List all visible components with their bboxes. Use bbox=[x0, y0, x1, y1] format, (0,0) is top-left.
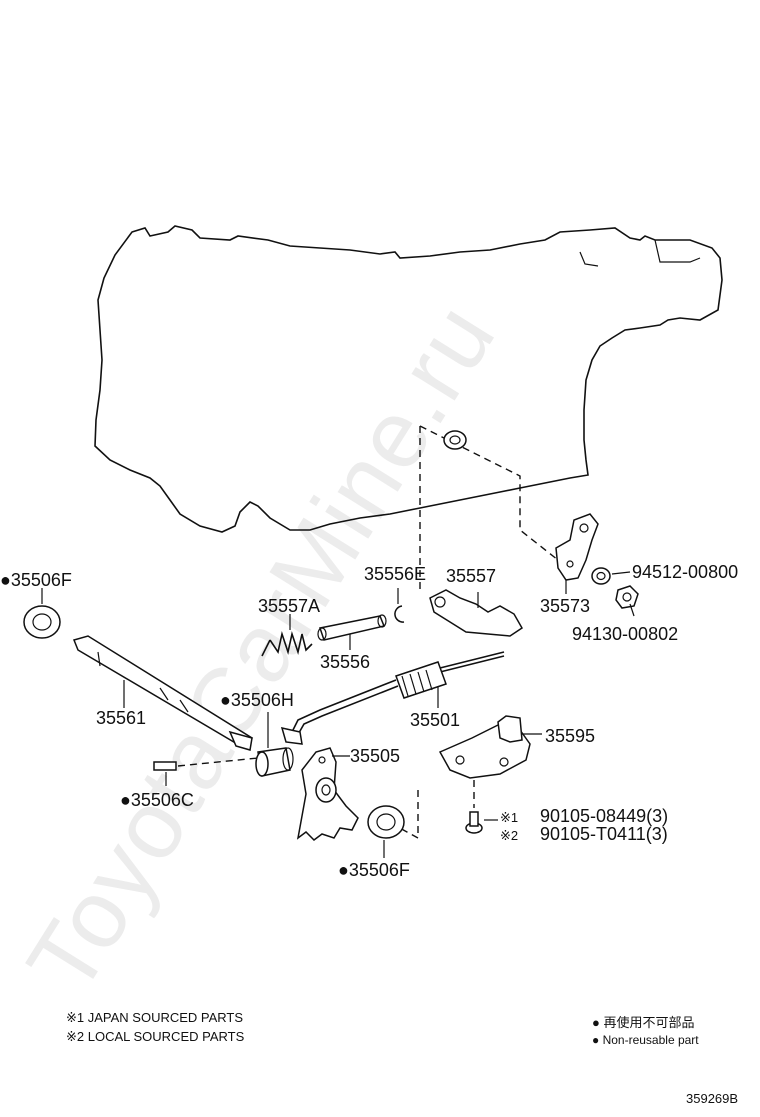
spring-35557A-icon bbox=[261, 631, 313, 657]
label-35556: 35556 bbox=[320, 652, 370, 672]
note-japan-sourced: ※1 JAPAN SOURCED PARTS bbox=[66, 1010, 243, 1025]
label-35505: 35505 bbox=[350, 746, 400, 766]
leader-94130 bbox=[629, 603, 635, 617]
label-35506F-top: ●35506F bbox=[0, 570, 72, 590]
pin-35506C-icon bbox=[153, 761, 177, 771]
label-bolt-90105-08449: 90105-08449(3) bbox=[540, 806, 668, 826]
label-35501: 35501 bbox=[410, 710, 460, 730]
housing-detail-line-2 bbox=[579, 251, 599, 267]
label-35506H: ●35506H bbox=[220, 690, 294, 710]
seal-35506F-bottom-icon bbox=[367, 805, 405, 839]
shaft-35561-icon bbox=[72, 635, 254, 751]
label-94130-00802: 94130-00802 bbox=[572, 624, 678, 644]
bracket-35595-icon bbox=[438, 715, 531, 779]
seal-35506F-top-icon bbox=[23, 605, 61, 639]
label-35561: 35561 bbox=[96, 708, 146, 728]
label-bolt-mark-1: ※1 bbox=[500, 810, 518, 825]
label-35557: 35557 bbox=[446, 566, 496, 586]
bracket-35573-icon bbox=[555, 513, 599, 581]
clip-35556E-icon bbox=[394, 605, 405, 623]
housing-seal-icon bbox=[443, 430, 467, 450]
rod-35501-icon bbox=[280, 651, 505, 745]
leader-dashed-housing bbox=[419, 425, 559, 561]
legend-nonreusable-en: ● Non-reusable part bbox=[592, 1033, 699, 1047]
label-bolt-mark-2: ※2 bbox=[500, 828, 518, 843]
label-35573: 35573 bbox=[540, 596, 590, 616]
bolt-icon bbox=[465, 811, 483, 834]
leader-94512 bbox=[611, 571, 631, 575]
diagram-id: 359269B bbox=[686, 1091, 738, 1106]
detent-plate-35505-icon bbox=[296, 747, 359, 841]
bushing-35506H-icon bbox=[255, 747, 294, 777]
note-local-sourced: ※2 LOCAL SOURCED PARTS bbox=[66, 1029, 245, 1044]
transmission-housing-outline bbox=[94, 225, 723, 533]
label-35556E: 35556E bbox=[364, 564, 426, 584]
nut-94130-icon bbox=[615, 585, 639, 609]
pin-35556-icon bbox=[317, 614, 387, 641]
legend-nonreusable-jp: ● 再使用不可部品 bbox=[592, 1015, 694, 1030]
label-bolt-90105-T0411: 90105-T0411(3) bbox=[540, 824, 668, 844]
label-94512-00800: 94512-00800 bbox=[632, 562, 738, 582]
leader-dashed-pin bbox=[177, 757, 259, 767]
nut-94512-icon bbox=[591, 567, 611, 585]
housing-detail-line bbox=[654, 239, 701, 263]
label-35506C: ●35506C bbox=[120, 790, 194, 810]
leader-dashed-seal bbox=[395, 790, 419, 840]
label-35595: 35595 bbox=[545, 726, 595, 746]
label-35557A: 35557A bbox=[258, 596, 320, 616]
label-35506F-bottom: ●35506F bbox=[338, 860, 410, 880]
lever-35557-icon bbox=[429, 589, 523, 637]
